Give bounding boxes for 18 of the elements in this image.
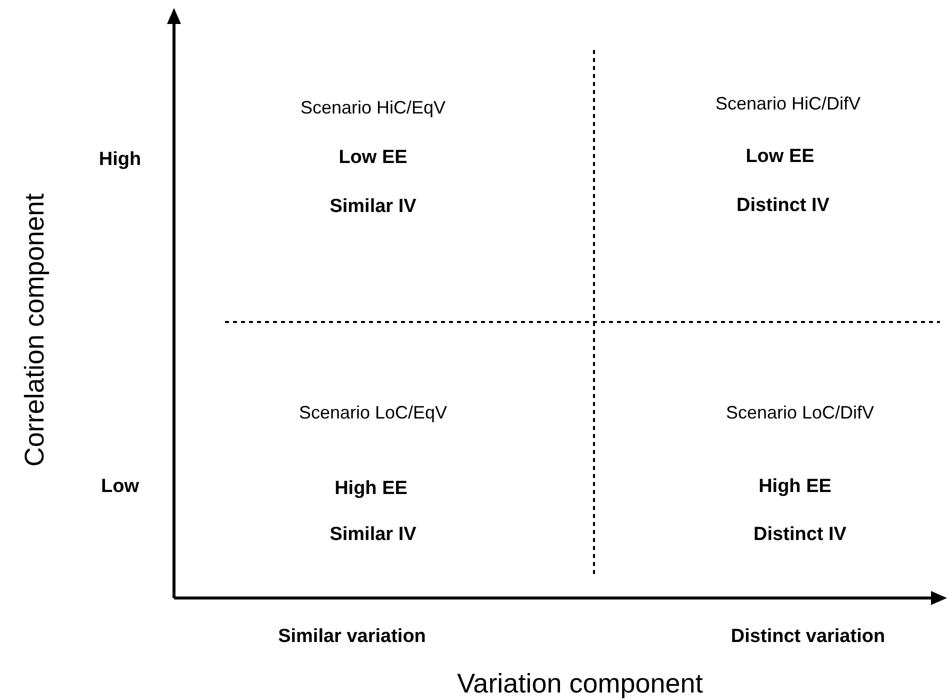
quadrant-text: Distinct IV [736,195,830,217]
quadrant-text: Low EE [746,146,814,168]
axis-tick-label: Similar variation [278,626,426,648]
quadrant-title: Scenario HiC/EqV [300,98,446,118]
quadrant-title: Scenario LoC/EqV [298,402,448,424]
quadrant-title: Scenario LoC/DifV [726,402,874,424]
quadrant-text: Similar IV [330,196,416,218]
axis-tick-label: High [98,149,142,171]
axis-title: Variation component [457,668,703,700]
quadrant-text: Low EE [338,147,408,169]
quadrant-text: Similar IV [330,524,416,546]
axis-title: Correlation component [19,193,50,467]
quadrant-text: High EE [334,478,408,500]
quadrant-title: Scenario HiC/DifV [715,94,861,114]
quadrant-text: Distinct IV [754,524,846,546]
quadrant-text: High EE [758,476,832,498]
axis-tick-label: Low [101,476,139,498]
axis-tick-label: Distinct variation [730,626,886,648]
